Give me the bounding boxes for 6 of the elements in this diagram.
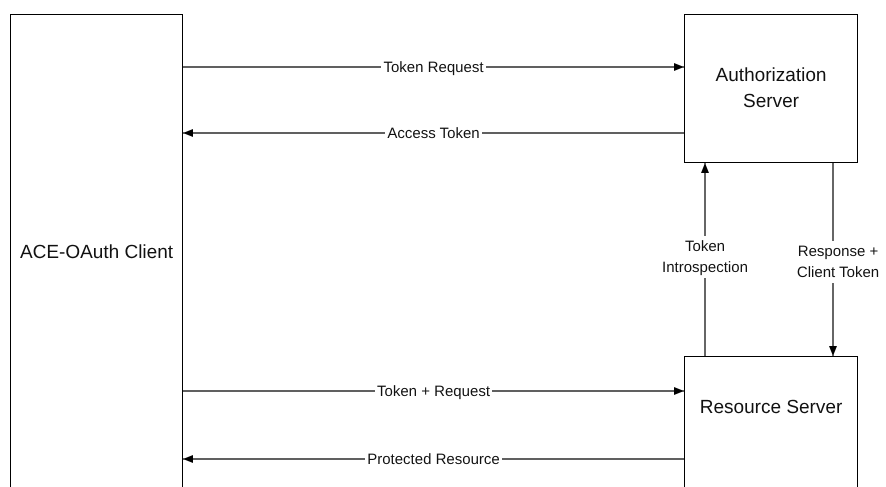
process-box — [10, 14, 183, 487]
process-box — [684, 14, 858, 163]
node-label: Resource Server — [698, 396, 844, 420]
node-label: ACE-OAuth Client — [19, 241, 174, 265]
node-label: Authorization Server — [714, 64, 828, 114]
process-box — [684, 356, 858, 487]
